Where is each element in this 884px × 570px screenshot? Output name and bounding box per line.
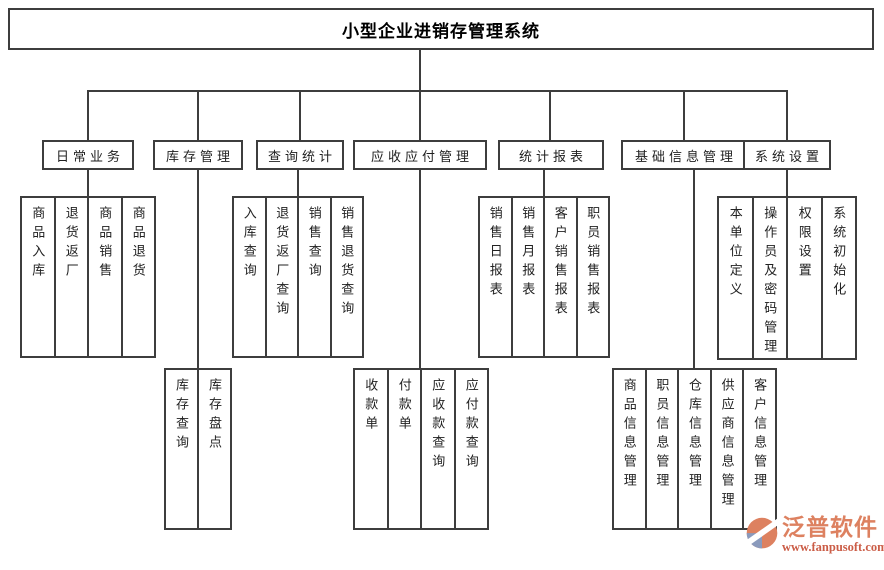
leaf-node: 商品退货 <box>120 196 156 358</box>
connector-trunk-line <box>419 50 421 140</box>
leaf-node: 入库查询 <box>232 196 267 358</box>
leaf-node: 供应商信息管理 <box>709 368 745 530</box>
connector-drop-line <box>197 170 199 368</box>
leaf-node: 操作员及密码管理 <box>751 196 788 360</box>
leaf-node: 付款单 <box>386 368 422 530</box>
connector-drop-line <box>87 170 89 196</box>
leaf-group-statistical-reports: 销售日报表 销售月报表 客户销售报表 职员销售报表 <box>478 196 610 358</box>
connector-drop-line <box>549 90 551 140</box>
leaf-node: 商品销售 <box>87 196 123 358</box>
leaf-node: 商品入库 <box>20 196 56 358</box>
leaf-node: 销售查询 <box>297 196 332 358</box>
leaf-group-query-statistics: 入库查询 退货返厂查询 销售查询 销售退货查询 <box>232 196 364 358</box>
leaf-group-receivables-payables: 收款单 付款单 应收款查询 应付款查询 <box>353 368 489 530</box>
connector-drop-line <box>87 90 89 140</box>
leaf-node: 库存盘点 <box>197 368 232 530</box>
leaf-node: 退货返厂 <box>53 196 89 358</box>
watermark-url: www.fanpusoft.com <box>782 540 884 554</box>
connector-drop-line <box>693 170 695 368</box>
leaf-node: 客户销售报表 <box>543 196 578 358</box>
leaf-node: 退货返厂查询 <box>264 196 299 358</box>
leaf-node: 销售日报表 <box>478 196 513 358</box>
connector-drop-line <box>197 90 199 140</box>
leaf-node: 仓库信息管理 <box>677 368 712 530</box>
branch-receivables-payables: 应收应付管理 <box>353 140 487 170</box>
connector-drop-line <box>786 170 788 196</box>
branch-inventory-management: 库存管理 <box>153 140 243 170</box>
diagram-title: 小型企业进销存管理系统 <box>8 8 874 50</box>
leaf-node: 客户信息管理 <box>742 368 777 530</box>
leaf-node: 库存查询 <box>164 368 199 530</box>
connector-drop-line <box>299 90 301 140</box>
watermark-brand: 泛普软件 <box>782 514 878 540</box>
branch-query-statistics: 查询统计 <box>256 140 344 170</box>
connector-drop-line <box>543 170 545 196</box>
leaf-node: 权限设置 <box>786 196 823 360</box>
fanpu-swoosh-logo-icon <box>741 516 783 557</box>
leaf-node: 本单位定义 <box>717 196 754 360</box>
leaf-group-inventory-management: 库存查询 库存盘点 <box>164 368 232 530</box>
connector-rail-line <box>87 90 788 92</box>
branch-daily-operations: 日常业务 <box>42 140 134 170</box>
leaf-node: 应付款查询 <box>453 368 489 530</box>
leaf-node: 销售退货查询 <box>329 196 364 358</box>
branch-basic-info-management: 基础信息管理 <box>621 140 747 170</box>
branch-system-settings: 系统设置 <box>743 140 831 170</box>
connector-drop-line <box>786 90 788 140</box>
watermark: 泛普软件 www.fanpusoft.com <box>741 514 884 564</box>
leaf-group-daily-operations: 商品入库 退货返厂 商品销售 商品退货 <box>20 196 156 358</box>
connector-drop-line <box>683 90 685 140</box>
leaf-node: 收款单 <box>353 368 389 530</box>
leaf-group-basic-info-management: 商品信息管理 职员信息管理 仓库信息管理 供应商信息管理 客户信息管理 <box>612 368 777 530</box>
branch-statistical-reports: 统计报表 <box>498 140 604 170</box>
leaf-node: 商品信息管理 <box>612 368 647 530</box>
leaf-node: 职员信息管理 <box>644 368 680 530</box>
connector-drop-line <box>297 170 299 196</box>
leaf-node: 销售月报表 <box>510 196 545 358</box>
leaf-node: 职员销售报表 <box>575 196 610 358</box>
leaf-group-system-settings: 本单位定义 操作员及密码管理 权限设置 系统初始化 <box>717 196 857 360</box>
connector-drop-line <box>419 170 421 368</box>
leaf-node: 系统初始化 <box>820 196 857 360</box>
leaf-node: 应收款查询 <box>420 368 456 530</box>
